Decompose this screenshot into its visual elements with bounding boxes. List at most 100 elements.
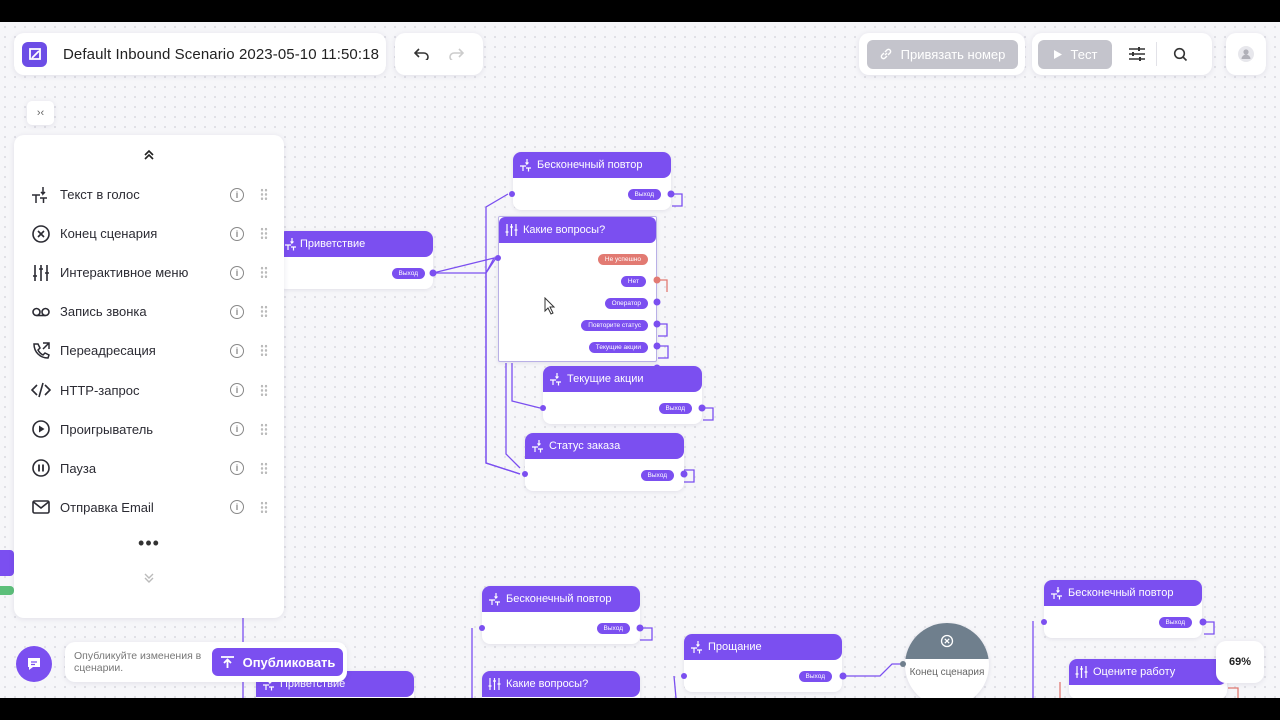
palette-item-interactive-menu[interactable]: Интерактивное меню i	[14, 253, 284, 292]
end-scenario-icon	[940, 634, 954, 648]
info-icon[interactable]: i	[230, 226, 244, 241]
node-title: Какие вопросы?	[523, 224, 606, 236]
avatar-icon	[1238, 46, 1254, 62]
chat-icon	[28, 658, 40, 670]
palette-item-label: Интерактивное меню	[60, 265, 189, 281]
redo-button[interactable]	[443, 41, 469, 67]
palette-item-call-recording[interactable]: Запись звонка i	[14, 292, 284, 331]
info-icon[interactable]: i	[230, 304, 244, 319]
play-icon	[1053, 49, 1062, 59]
bind-number-card: Привязать номер	[859, 33, 1025, 75]
double-chevron-down-icon	[144, 573, 154, 583]
node-exit-port[interactable]: Выход	[658, 403, 692, 414]
scroll-up-button[interactable]	[14, 149, 284, 175]
node-current-promos[interactable]: Текущие акции Выход	[543, 366, 702, 424]
bind-number-button[interactable]: Привязать номер	[866, 39, 1018, 69]
app-logo[interactable]	[22, 41, 47, 67]
redo-icon	[449, 48, 464, 60]
menu-output-port[interactable]: Оператор	[604, 298, 648, 309]
node-title: Приветствие	[300, 238, 366, 250]
text-to-speech-icon	[532, 440, 543, 453]
more-blocks-button[interactable]: •••	[138, 533, 160, 554]
test-label: Тест	[1070, 46, 1098, 62]
drag-handle-icon[interactable]	[260, 227, 268, 241]
node-interactive-menu-2[interactable]: Какие вопросы?	[482, 671, 640, 698]
node-end-scenario[interactable]: Конец сценария	[905, 623, 989, 698]
drag-handle-icon[interactable]	[260, 422, 268, 436]
code-icon	[30, 379, 52, 401]
text-to-speech-icon	[1051, 587, 1062, 600]
node-rate-service[interactable]: Оцените работу	[1069, 659, 1227, 698]
user-menu[interactable]	[1226, 33, 1266, 75]
info-icon[interactable]: i	[230, 461, 244, 476]
node-title: Бесконечный повтор	[1068, 587, 1174, 599]
palette-item-http-request[interactable]: HTTP-запрос i	[14, 370, 284, 409]
node-exit-port[interactable]: Выход	[640, 470, 674, 481]
link-icon	[880, 48, 891, 60]
info-icon[interactable]: i	[230, 422, 244, 437]
info-icon[interactable]: i	[230, 343, 244, 358]
node-infinite-repeat-2[interactable]: Бесконечный повтор Выход	[482, 586, 640, 644]
drag-handle-icon[interactable]	[260, 305, 268, 319]
search-button[interactable]	[1167, 41, 1193, 67]
sliders-icon	[1129, 47, 1145, 61]
drag-handle-icon[interactable]	[260, 500, 268, 514]
node-exit-port[interactable]: Выход	[627, 189, 661, 200]
drag-handle-icon[interactable]	[260, 266, 268, 280]
search-icon	[1173, 47, 1187, 61]
test-button[interactable]: Тест	[1038, 39, 1112, 69]
drag-handle-icon[interactable]	[260, 188, 268, 202]
palette-item-send-email[interactable]: Отправка Email i	[14, 488, 284, 527]
zoom-level[interactable]: 69%	[1216, 641, 1264, 683]
node-interactive-menu[interactable]: Какие вопросы? Не успешно Нет Оператор П…	[498, 216, 657, 362]
menu-output-port[interactable]: Не успешно	[597, 254, 648, 265]
palette-item-text-to-speech[interactable]: Текст в голос i	[14, 175, 284, 214]
info-icon[interactable]: i	[230, 500, 244, 515]
collapse-icon: ›‹	[36, 107, 45, 119]
menu-output-port[interactable]: Текущие акции	[588, 342, 648, 353]
node-order-status[interactable]: Статус заказа Выход	[525, 433, 684, 491]
menu-output-port[interactable]: Нет	[620, 276, 646, 287]
info-icon[interactable]: i	[230, 265, 244, 280]
scenario-title[interactable]: Default Inbound Scenario 2023-05-10 11:5…	[63, 45, 380, 63]
palette-item-pause[interactable]: Пауза i	[14, 449, 284, 488]
palette-item-call-forward[interactable]: Переадресация i	[14, 331, 284, 370]
drag-handle-icon[interactable]	[260, 383, 268, 397]
node-infinite-repeat[interactable]: Бесконечный повтор Выход	[513, 152, 671, 210]
palette-item-end-scenario[interactable]: Конец сценария i	[14, 214, 284, 253]
node-exit-port[interactable]: Выход	[798, 671, 832, 682]
drag-handle-icon[interactable]	[260, 344, 268, 358]
palette-item-label: Текст в голос	[60, 187, 140, 203]
node-greeting[interactable]: Приветствие Выход	[278, 231, 433, 289]
menu-output-port[interactable]: Повторите статус	[581, 320, 648, 331]
node-exit-port[interactable]: Выход	[1158, 617, 1192, 628]
scenario-header: Default Inbound Scenario 2023-05-10 11:5…	[14, 33, 386, 75]
node-exit-port[interactable]: Выход	[391, 268, 425, 279]
test-controls: Тест	[1032, 33, 1212, 75]
palette-item-label: Отправка Email	[60, 499, 154, 515]
node-title: Текущие акции	[567, 373, 644, 385]
node-infinite-repeat-3[interactable]: Бесконечный повтор Выход	[1044, 580, 1202, 638]
chat-support-button[interactable]	[16, 646, 52, 682]
info-icon[interactable]: i	[230, 187, 244, 202]
publish-button[interactable]: Опубликовать	[212, 648, 343, 676]
scenario-canvas[interactable]: Приветствие Выход Бесконечный повтор Вых…	[0, 22, 1280, 698]
info-icon[interactable]: i	[230, 383, 244, 398]
palette-item-label: Переадресация	[60, 343, 156, 359]
settings-button[interactable]	[1124, 41, 1150, 67]
node-farewell[interactable]: Прощание Выход	[684, 634, 842, 692]
interactive-menu-icon	[1075, 666, 1088, 678]
end-scenario-icon	[30, 223, 52, 245]
palette-item-player[interactable]: Проигрыватель i	[14, 410, 284, 449]
collapse-palette-button[interactable]: ›‹	[27, 101, 54, 125]
offscreen-node-pill	[0, 586, 14, 595]
node-exit-port[interactable]: Выход	[596, 623, 630, 634]
bind-number-label: Привязать номер	[900, 46, 1006, 62]
drag-handle-icon[interactable]	[260, 461, 268, 475]
publish-panel: Опубликуйте изменения в сценарии. Опубли…	[65, 642, 347, 682]
node-title: Оцените работу	[1093, 666, 1176, 678]
undo-button[interactable]	[409, 41, 435, 67]
call-recording-icon	[30, 301, 52, 323]
scroll-down-button[interactable]	[14, 565, 284, 591]
play-icon	[30, 418, 52, 440]
